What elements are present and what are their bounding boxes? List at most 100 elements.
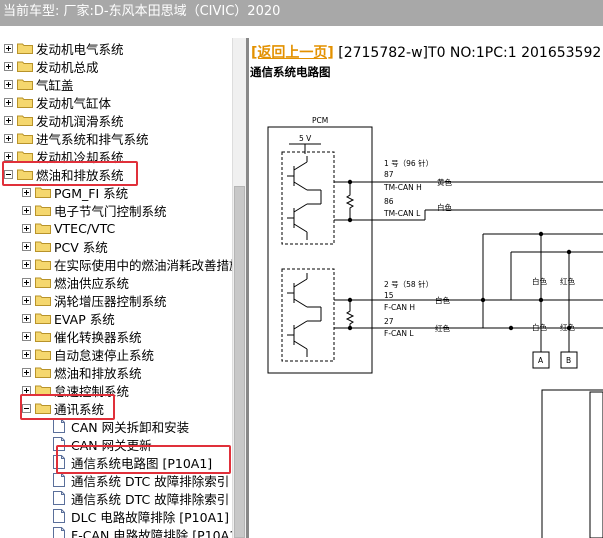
connector1-pin-l: 86 xyxy=(384,197,394,206)
tree-item[interactable]: 燃油和排放系统 xyxy=(22,363,142,381)
branch-color-4: 红色 xyxy=(560,322,575,332)
tree-item[interactable]: EVAP 系统 xyxy=(22,309,115,327)
tree-item[interactable]: 发动机电气系统 xyxy=(4,39,124,57)
expand-icon[interactable] xyxy=(22,313,31,323)
nav-line: [返回上一页] [2715782-w]T0 NO:1PC:1 201653592 xyxy=(251,42,601,62)
tree-item-label: 发动机润滑系统 xyxy=(36,113,124,129)
tree-item[interactable]: 通信系统 DTC 故障排除索引 xyxy=(40,489,229,507)
tree-item[interactable]: 气缸盖 xyxy=(4,75,74,93)
expand-icon[interactable] xyxy=(22,241,31,251)
branch-color-2: 红色 xyxy=(560,276,575,286)
document-icon xyxy=(53,509,65,523)
expand-icon[interactable] xyxy=(4,97,13,107)
folder-icon xyxy=(17,79,33,90)
collapse-icon[interactable] xyxy=(22,403,31,413)
tree-item[interactable]: 电子节气门控制系统 xyxy=(22,201,167,219)
folder-icon xyxy=(35,349,51,360)
tree-item-label: 发动机电气系统 xyxy=(36,41,124,57)
pane-splitter[interactable] xyxy=(246,38,249,538)
branch-color-3: 白色 xyxy=(532,322,547,332)
expand-icon[interactable] xyxy=(22,295,31,305)
title-bar: 当前车型: 厂家:D-东风本田思域（CIVIC）2020 xyxy=(0,0,603,26)
tree-scrollbar-thumb[interactable] xyxy=(234,186,245,538)
document-icon xyxy=(53,491,65,505)
expand-icon[interactable] xyxy=(22,349,31,359)
tree-item-label: 通信系统电路图 [P10A1] xyxy=(71,455,213,471)
tree-item[interactable]: 通讯系统 xyxy=(22,399,104,417)
expand-icon[interactable] xyxy=(22,205,31,215)
terminal-a: A xyxy=(538,356,544,365)
folder-icon xyxy=(17,43,33,54)
collapse-icon[interactable] xyxy=(4,169,13,179)
folder-icon xyxy=(35,187,51,198)
expand-icon[interactable] xyxy=(22,223,31,233)
expand-icon[interactable] xyxy=(22,367,31,377)
folder-icon xyxy=(35,277,51,288)
tree-item[interactable]: 在实际使用中的燃油消耗改善措施 xyxy=(22,255,232,273)
connector2-wire-h: 白色 xyxy=(435,295,450,305)
tree-item[interactable]: PGM_FI 系统 xyxy=(22,183,128,201)
tree-item[interactable]: 涡轮增压器控制系统 xyxy=(22,291,167,309)
document-info: [2715782-w]T0 NO:1PC:1 201653592 xyxy=(333,45,602,61)
expand-icon[interactable] xyxy=(4,133,13,143)
expand-icon[interactable] xyxy=(22,331,31,341)
tree-item[interactable]: 发动机总成 xyxy=(4,57,99,75)
tree-item[interactable]: 发动机润滑系统 xyxy=(4,111,124,129)
expand-icon[interactable] xyxy=(4,43,13,53)
tree-item[interactable]: 燃油和排放系统 xyxy=(4,165,124,183)
tree-item-label: VTEC/VTC xyxy=(54,220,116,236)
tree-item[interactable]: 发动机冷却系统 xyxy=(4,147,124,165)
expand-icon[interactable] xyxy=(22,187,31,197)
folder-icon xyxy=(35,223,51,234)
tree-item[interactable]: 通信系统 DTC 故障排除索引 xyxy=(40,471,229,489)
tree-item[interactable]: PCV 系统 xyxy=(22,237,108,255)
connector1-name-l: TM-CAN L xyxy=(383,209,421,218)
tree-item[interactable]: VTEC/VTC xyxy=(22,219,115,237)
tree-item[interactable]: DLC 电路故障排除 [P10A1] xyxy=(40,507,229,525)
tree-item-label: 燃油供应系统 xyxy=(54,275,130,291)
tree-item[interactable]: CAN 网关拆卸和安装 xyxy=(40,417,189,435)
tree-item-label: 发动机气缸体 xyxy=(36,95,112,111)
tree-item[interactable]: 燃油供应系统 xyxy=(22,273,129,291)
connector2-pin-l: 27 xyxy=(384,317,394,326)
connector2-name-h: F-CAN H xyxy=(384,303,415,312)
back-link[interactable]: [返回上一页] xyxy=(251,45,334,61)
expand-icon[interactable] xyxy=(22,277,31,287)
tree-item[interactable]: 发动机气缸体 xyxy=(4,93,111,111)
folder-icon xyxy=(35,313,51,324)
tree-item-label: 催化转换器系统 xyxy=(54,329,142,345)
tree-item-label: PGM_FI 系统 xyxy=(54,185,129,201)
tree-item-label: 通信系统 DTC 故障排除索引 xyxy=(71,473,230,489)
tree-item[interactable]: F-CAN 电路故障排除 [P10A1] xyxy=(40,525,232,538)
expand-icon[interactable] xyxy=(4,79,13,89)
tree-item-label: 涡轮增压器控制系统 xyxy=(54,293,167,309)
circuit-diagram: PCM 5 V 1 号（96 针） 87 TM-CAN H 86 TM-CAN … xyxy=(267,116,603,538)
connector2-name-l: F-CAN L xyxy=(384,329,414,338)
connector2-label: 2 号（58 针） xyxy=(384,279,433,289)
tree-item-label: 气缸盖 xyxy=(36,77,74,93)
folder-icon xyxy=(35,295,51,306)
expand-icon[interactable] xyxy=(22,259,31,269)
tree-item[interactable]: 自动怠速停止系统 xyxy=(22,345,154,363)
folder-icon xyxy=(17,133,33,144)
current-vehicle-label: 当前车型: 厂家:D-东风本田思域（CIVIC）2020 xyxy=(3,4,281,19)
highlight-circuit-diagram xyxy=(56,445,231,474)
pcm-label: PCM xyxy=(312,116,328,125)
folder-icon xyxy=(35,367,51,378)
expand-icon[interactable] xyxy=(4,115,13,125)
tree-item-label: 通讯系统 xyxy=(54,401,105,417)
document-icon xyxy=(53,527,65,538)
tree-scrollbar[interactable] xyxy=(232,38,246,538)
expand-icon[interactable] xyxy=(4,151,13,161)
expand-icon[interactable] xyxy=(4,61,13,71)
tree-item[interactable]: 进气系统和排气系统 xyxy=(4,129,149,147)
folder-icon xyxy=(17,115,33,126)
tree-item[interactable]: 催化转换器系统 xyxy=(22,327,142,345)
connector1-name-h: TM-CAN H xyxy=(383,183,422,192)
tree-item-label: 发动机冷却系统 xyxy=(36,149,124,165)
navigation-tree[interactable]: 发动机电气系统发动机总成气缸盖发动机气缸体发动机润滑系统进气系统和排气系统发动机… xyxy=(0,38,232,538)
tree-item-label: 发动机总成 xyxy=(36,59,99,75)
highlight-fuel-emission xyxy=(2,161,138,186)
tree-item-label: PCV 系统 xyxy=(54,239,108,255)
content-pane: [返回上一页] [2715782-w]T0 NO:1PC:1 201653592… xyxy=(249,38,603,538)
